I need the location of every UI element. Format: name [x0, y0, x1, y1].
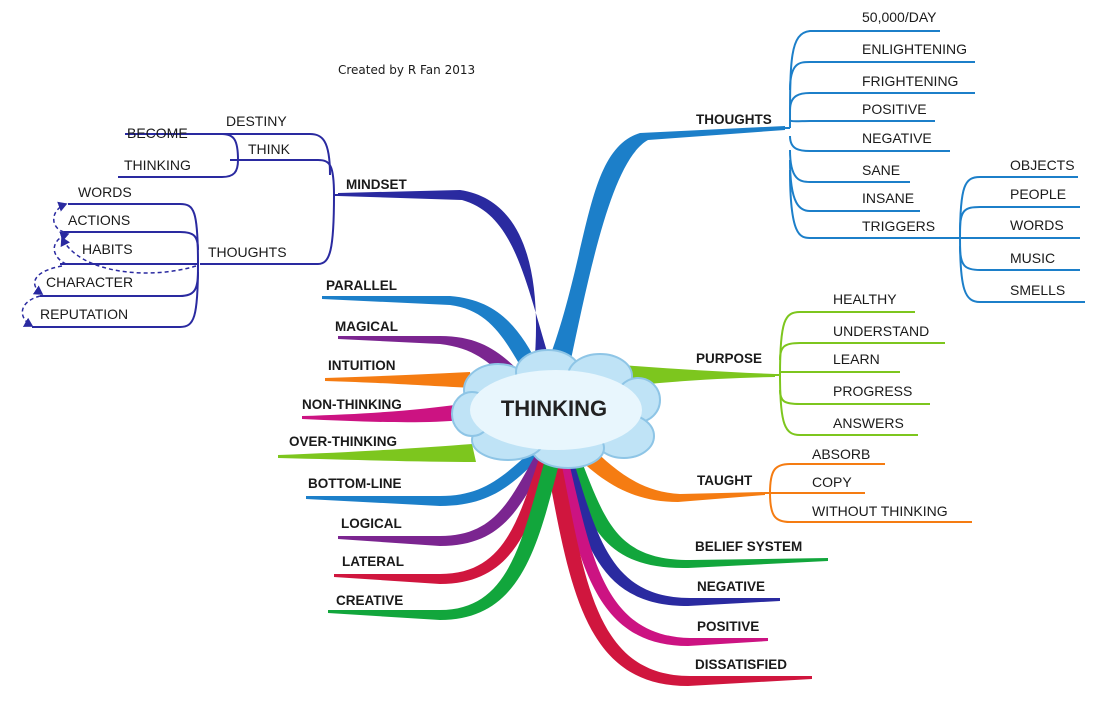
taught-label: TAUGHT	[697, 473, 753, 488]
purpose-subtree	[775, 311, 945, 436]
mindset-items: DESTINY THINK BECOME THINKING THOUGHTS W…	[40, 113, 291, 322]
branch-logical-ribbon	[338, 454, 548, 546]
branch-lateral-ribbon	[334, 456, 552, 584]
mindset-think: THINK	[248, 141, 291, 157]
taught-items: ABSORB COPY WITHOUT THINKING	[812, 446, 948, 519]
chain-item: REPUTATION	[40, 306, 128, 322]
purpose-items: HEALTHY UNDERSTAND LEARN PROGRESS ANSWER…	[833, 291, 929, 431]
branch-positive-ribbon	[556, 458, 768, 646]
thoughts-item: 50,000/DAY	[862, 9, 937, 25]
mindset-thoughts: THOUGHTS	[208, 244, 287, 260]
chain-item: ACTIONS	[68, 212, 130, 228]
purpose-label: PURPOSE	[696, 351, 762, 366]
purpose-item: UNDERSTAND	[833, 323, 929, 339]
thoughts-item: POSITIVE	[862, 101, 927, 117]
branch-creative-ribbon	[328, 456, 560, 620]
mindset-thinking: THINKING	[124, 157, 191, 173]
trigger-item: OBJECTS	[1010, 157, 1075, 173]
branch-label-lateral: LATERAL	[342, 554, 404, 569]
branch-thoughts-ribbon	[548, 126, 785, 364]
left-branch-labels: PARALLEL MAGICAL INTUITION NON-THINKING …	[289, 278, 404, 608]
central-cloud: THINKING	[451, 349, 661, 469]
branch-label-belief-system: BELIEF SYSTEM	[695, 539, 802, 554]
purpose-item: HEALTHY	[833, 291, 897, 307]
branch-label-non-thinking: NON-THINKING	[302, 397, 402, 412]
right-branch-labels: BELIEF SYSTEM NEGATIVE POSITIVE DISSATIS…	[695, 539, 802, 672]
thoughts-subtree	[785, 30, 1085, 303]
main-branches	[278, 126, 828, 686]
mindset-become: BECOME	[127, 125, 188, 141]
mindset-destiny: DESTINY	[226, 113, 287, 129]
purpose-item: PROGRESS	[833, 383, 912, 399]
chain-item: HABITS	[82, 241, 133, 257]
triggers-items: OBJECTS PEOPLE WORDS MUSIC SMELLS	[1010, 157, 1075, 298]
branch-label-dissatisfied: DISSATISFIED	[695, 657, 787, 672]
branch-label-positive: POSITIVE	[697, 619, 759, 634]
purpose-item: LEARN	[833, 351, 880, 367]
mindset-label: MINDSET	[346, 177, 408, 192]
thoughts-item: NEGATIVE	[862, 130, 932, 146]
branch-label-intuition: INTUITION	[328, 358, 396, 373]
branch-magical-ribbon	[338, 336, 520, 378]
branch-label-bottom-line: BOTTOM-LINE	[308, 476, 402, 491]
taught-subtree	[765, 463, 972, 523]
thoughts-item: FRIGHTENING	[862, 73, 958, 89]
mindset-subtree	[32, 133, 338, 328]
branch-parallel-ribbon	[322, 296, 540, 372]
thoughts-items: 50,000/DAY ENLIGHTENING FRIGHTENING POSI…	[862, 9, 967, 234]
branch-overthinking-ribbon	[278, 444, 476, 462]
branch-negative-ribbon	[560, 456, 780, 606]
chain-arrows	[21, 201, 197, 327]
trigger-item: PEOPLE	[1010, 186, 1066, 202]
credit-text: Created by R Fan 2013	[338, 63, 475, 77]
taught-item: WITHOUT THINKING	[812, 503, 948, 519]
chain-item: CHARACTER	[46, 274, 133, 290]
branch-taught-ribbon	[572, 446, 765, 502]
central-topic: THINKING	[501, 396, 607, 421]
branch-bottomline-ribbon	[306, 452, 542, 506]
taught-item: COPY	[812, 474, 852, 490]
thoughts-item: SANE	[862, 162, 900, 178]
trigger-item: SMELLS	[1010, 282, 1065, 298]
thoughts-item: INSANE	[862, 190, 914, 206]
branch-nonthinking-ribbon	[302, 404, 464, 423]
branch-label-over-thinking: OVER-THINKING	[289, 434, 397, 449]
chain-item: WORDS	[78, 184, 132, 200]
branch-label-logical: LOGICAL	[341, 516, 402, 531]
branch-label-creative: CREATIVE	[336, 593, 403, 608]
thoughts-item: TRIGGERS	[862, 218, 935, 234]
taught-item: ABSORB	[812, 446, 870, 462]
branch-intuition-ribbon	[325, 372, 472, 388]
trigger-item: WORDS	[1010, 217, 1064, 233]
branch-label-parallel: PARALLEL	[326, 278, 397, 293]
trigger-item: MUSIC	[1010, 250, 1055, 266]
branch-label-magical: MAGICAL	[335, 319, 398, 334]
purpose-item: ANSWERS	[833, 415, 904, 431]
thoughts-label: THOUGHTS	[696, 112, 772, 127]
branch-label-negative: NEGATIVE	[697, 579, 765, 594]
thoughts-item: ENLIGHTENING	[862, 41, 967, 57]
